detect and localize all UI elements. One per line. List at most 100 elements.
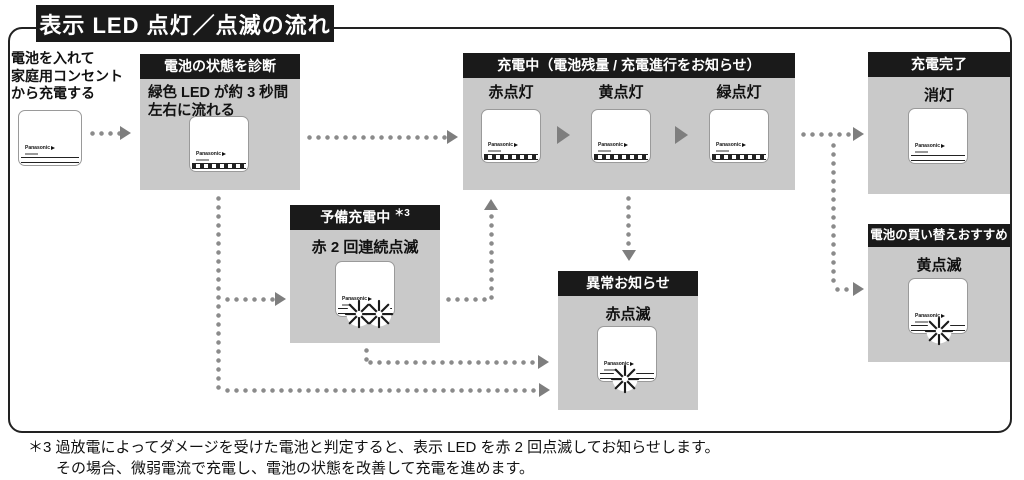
arrow-up-icon [484,199,498,210]
arrow-down-icon [622,250,636,261]
charging-state-green: 緑点灯 Panasonic [709,81,769,163]
blink-flash-icon [924,316,954,346]
box-replace-label: 黄点滅 [916,257,962,274]
charging-state-yellow: 黄点灯 Panasonic [591,81,651,163]
led-strip [192,163,246,169]
led-strip [21,157,79,163]
flow-line-complete-branch-down [831,141,836,287]
device-model-line [196,159,209,161]
device-logo: Panasonic [488,142,519,148]
footnote-line2: その場合、微弱電流で充電し、電池の状態を改善して充電を進めます。 [56,460,535,477]
blink-flash-icon [344,299,374,329]
intro-line: から充電する [11,85,95,101]
arrow-right-icon [853,282,864,296]
charger-device: Panasonic [908,278,968,346]
box-diagnose-desc: 緑色 LED が約 3 秒間 左右に流れる [148,84,289,120]
footnote: ＊3 過放電によってダメージを受けた電池と判定すると、表示 LED を赤 2 回… [28,437,719,479]
intro-line: 電池を入れて [11,50,95,66]
charger-device: Panasonic [908,108,968,164]
page-title: 表示 LED 点灯／点滅の流れ [36,5,334,42]
device-model-line [915,151,928,153]
logo-arrow-icon [630,362,635,366]
device-model-line [598,150,611,152]
charger-device: Panasonic [18,110,82,166]
device-model-line [915,321,928,323]
box-precharge: 予備充電中＊3 赤 2 回連続点滅 Panasonic [290,205,440,343]
flow-line-diagnose-to-charging [305,135,447,140]
logo-arrow-icon [941,314,946,318]
flow-line-precharge-up [489,212,494,300]
flow-line-precharge-down [364,346,369,362]
box-complete-header: 充電完了 [868,52,1010,77]
device-model-line [488,150,501,152]
logo-arrow-icon [514,143,519,147]
charger-device: Panasonic [709,109,769,163]
device-logo: Panasonic [196,151,227,157]
device-logo: Panasonic [716,142,747,148]
arrow-right-icon [538,355,549,369]
box-charging-header: 充電中（電池残量 / 充電進行をお知らせ） [463,53,795,78]
arrow-right-icon [557,126,570,144]
blink-flash-icon [610,364,640,394]
flow-line-diagnose-down [216,194,221,392]
box-complete: 充電完了 消灯 Panasonic [868,52,1010,194]
charger-device: Panasonic [335,261,395,329]
logo-arrow-icon [941,144,946,148]
logo-arrow-icon [51,146,56,150]
blink-flash-icon [364,299,394,329]
diagram-frame [8,27,1012,433]
device-model-line [25,153,38,155]
flow-line-charging-to-abnormal [626,194,631,248]
arrow-right-icon [853,127,864,141]
box-abnormal-header: 異常お知らせ [558,271,698,296]
box-diagnose-header: 電池の状態を診断 [140,54,300,79]
box-replace: 電池の買い替えおすすめ 黄点滅 Panasonic [868,224,1010,362]
state-label: 緑点灯 [716,84,762,101]
box-abnormal-label: 赤点滅 [605,306,651,323]
arrow-right-icon [447,130,458,144]
charging-state-red: 赤点灯 Panasonic [481,81,541,163]
box-precharge-label: 赤 2 回連続点滅 [311,239,419,256]
footnote-marker: ＊3 [28,439,52,456]
flow-line-precharge-right [444,297,488,302]
led-strip [594,154,648,160]
flow-line-to-precharge [223,297,275,302]
arrow-right-icon [120,126,131,140]
box-charging: 充電中（電池残量 / 充電進行をお知らせ） 赤点灯 Panasonic 黄点灯 … [463,53,795,190]
charger-device: Panasonic [189,116,249,172]
device-logo: Panasonic [342,296,373,302]
flow-line-charging-to-complete [799,132,853,137]
device-model-line [604,369,617,371]
device-logo: Panasonic [915,313,946,319]
box-complete-label: 消灯 [923,87,954,104]
flow-line-branch-to-replace [833,287,853,292]
box-replace-header: 電池の買い替えおすすめ [868,224,1010,247]
state-label: 赤点灯 [488,84,534,101]
logo-arrow-icon [368,297,373,301]
logo-arrow-icon [222,152,227,156]
box-abnormal: 異常お知らせ 赤点滅 Panasonic [558,271,698,410]
state-label: 黄点灯 [598,84,644,101]
arrow-right-icon [675,126,688,144]
device-logo: Panasonic [598,142,629,148]
device-logo: Panasonic [604,361,635,367]
device-logo: Panasonic [25,145,56,151]
flow-line-intro-to-diagnose [88,131,120,136]
intro-text: 電池を入れて 家庭用コンセント から充電する [11,50,123,103]
footnote-line1: ＊3 過放電によってダメージを受けた電池と判定すると、表示 LED を赤 2 回… [28,439,720,456]
box-precharge-header: 予備充電中＊3 [290,205,440,230]
intro-line: 家庭用コンセント [11,67,123,84]
box-diagnose: 電池の状態を診断 緑色 LED が約 3 秒間 左右に流れる Panasonic [140,54,300,190]
logo-arrow-icon [624,143,629,147]
led-strip [911,155,965,161]
logo-arrow-icon [742,143,747,147]
footnote-ref: ＊3 [394,208,410,220]
led-strip [484,154,538,160]
flow-line-to-abnormal-bottom [223,388,539,393]
arrow-right-icon [275,292,286,306]
charger-device: Panasonic [597,326,657,394]
charger-device: Panasonic [591,109,651,163]
device-logo: Panasonic [915,143,946,149]
led-strip [712,154,766,160]
